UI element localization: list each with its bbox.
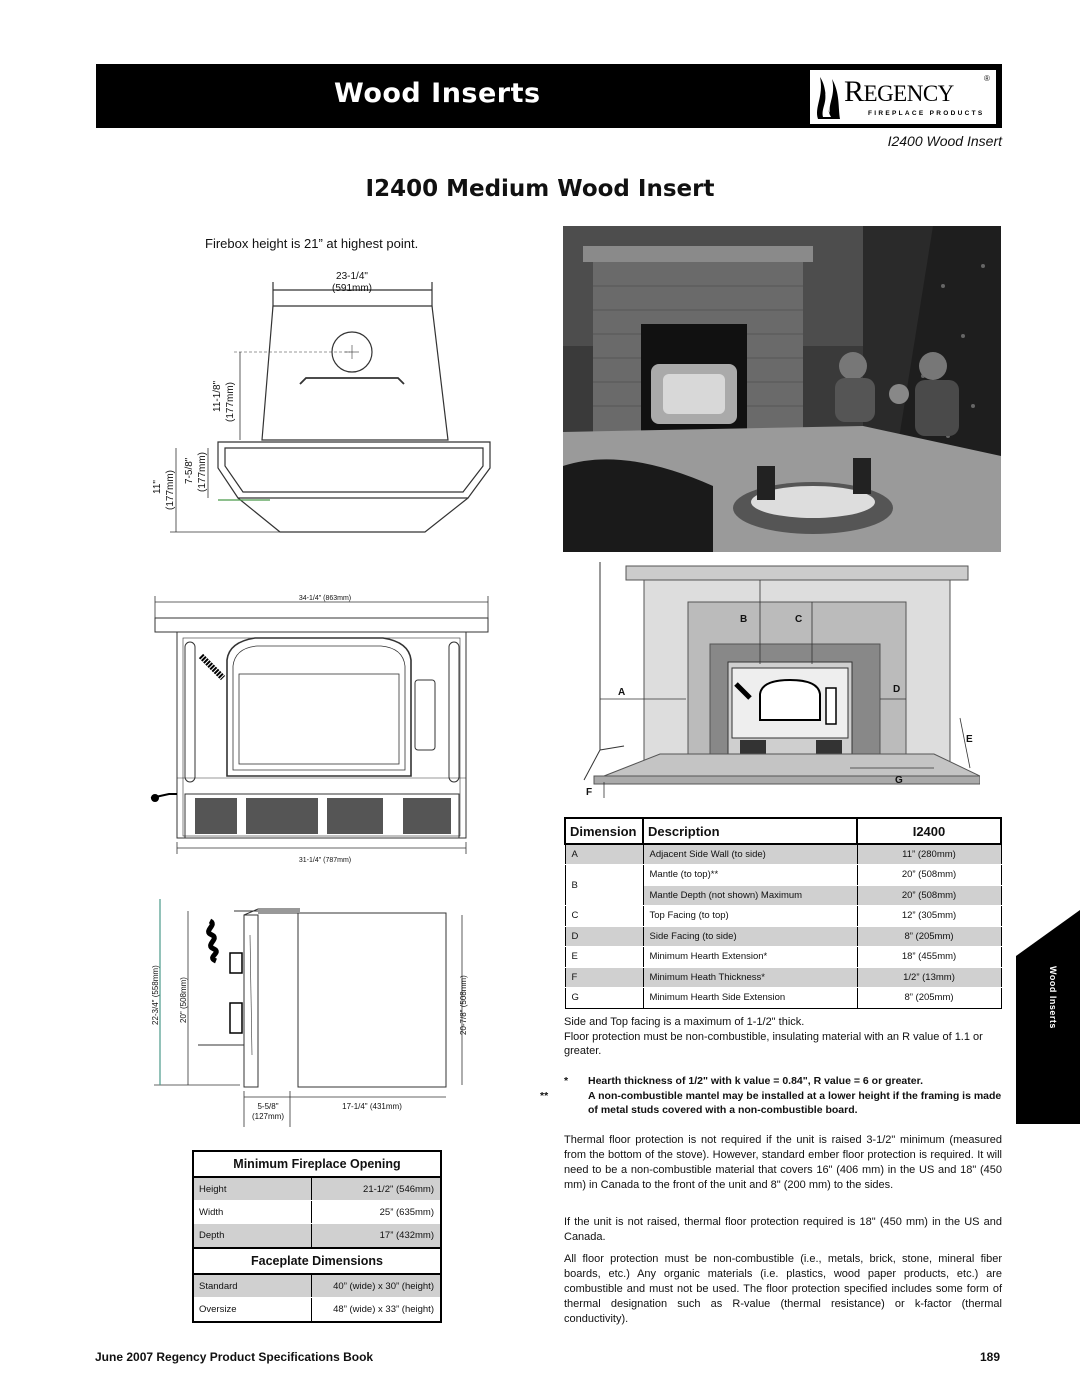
opening-table-title: Minimum Fireplace Opening <box>194 1152 440 1178</box>
col-description: Description <box>642 817 858 845</box>
top-width-mm: (591mm) <box>332 283 372 294</box>
label-c: C <box>795 614 802 625</box>
outer-height-in: 11" <box>152 480 163 494</box>
page-number: 189 <box>980 1350 1001 1364</box>
footer-book-title: June 2007 Regency Product Specifications… <box>95 1350 374 1364</box>
floor-note: Floor protection must be non-combustible… <box>564 1031 983 1057</box>
label-g: G <box>895 775 903 786</box>
table-row: G Minimum Hearth Side Extension 8” (205m… <box>564 987 1002 1009</box>
section-title: Wood Inserts <box>334 78 541 109</box>
logo-subtitle: FIREPLACE PRODUCTS <box>868 110 985 117</box>
logo-wordmark: REGENCY <box>844 75 954 108</box>
label-b: B <box>740 614 747 625</box>
registered-mark: ® <box>984 74 990 83</box>
label-e: E <box>966 734 973 745</box>
flame-icon <box>817 77 840 119</box>
clearance-spec-table: Dimension Description I2400 A Adjacent S… <box>564 817 1002 1009</box>
regency-logo: REGENCY ® FIREPLACE PRODUCTS <box>810 70 996 124</box>
clearance-diagram: B C A D E G F <box>583 562 980 798</box>
label-f: F <box>586 787 592 798</box>
side-inner-height: 20" (508mm) <box>179 977 188 1023</box>
col-i2400: I2400 <box>856 817 1002 845</box>
table-row: F Minimum Heath Thickness* 1/2” (13mm) <box>564 967 1002 988</box>
side-view-drawing: 22-3/4" (558mm) 20" (508mm) 20-7/8" (508… <box>151 899 468 1127</box>
section-side-tab <box>1016 910 1080 1124</box>
firebox-note: Firebox height is 21” at highest point. <box>205 236 419 251</box>
label-d: D <box>893 684 900 695</box>
table-row: D Side Facing (to side) 8” (205mm) <box>564 926 1002 947</box>
lower-height-in: 7-5/8" <box>184 457 195 484</box>
mantel-footnote: **A non-combustible mantel may be instal… <box>540 1090 1002 1116</box>
header-bar: Wood Inserts REGENCY ® FIREPLACE PRODUCT… <box>96 64 1002 128</box>
table-row: E Minimum Hearth Extension* 18” (455mm) <box>564 946 1002 968</box>
fireplace-photo <box>563 226 1001 552</box>
table-row: B Mantle (to top)** 20” (508mm) <box>564 864 1002 906</box>
floor-material-paragraph: All floor protection must be non-combust… <box>564 1253 1002 1325</box>
page-subtitle: I2400 Wood Insert <box>887 133 1002 149</box>
col-dimension: Dimension <box>564 817 644 845</box>
side-right-height: 20-7/8" (508mm) <box>459 975 468 1035</box>
outer-height-mm: (177mm) <box>165 470 176 510</box>
front-bottom-width: 31-1/4" (787mm) <box>299 857 351 864</box>
left-height-in: 11-1/8" <box>212 380 223 412</box>
label-a: A <box>618 687 625 698</box>
facing-note: Side and Top facing is a maximum of 1-1/… <box>564 1016 805 1028</box>
page-title: I2400 Medium Wood Insert <box>365 176 715 202</box>
faceplate-table-title: Faceplate Dimensions <box>194 1249 440 1275</box>
table-row: C Top Facing (to top) 12” (305mm) <box>564 905 1002 927</box>
not-raised-paragraph: If the unit is not raised, thermal floor… <box>564 1216 1002 1243</box>
side-tab-label: Wood Inserts <box>1048 966 1058 1029</box>
side-body-depth: 17-1/4" (431mm) <box>342 1102 402 1111</box>
front-top-width: 34-1/4" (863mm) <box>299 595 351 602</box>
hearth-footnote: *Hearth thickness of 1/2" with k value =… <box>564 1075 924 1087</box>
table-row: Mantle Depth (not shown) Maximum 20” (50… <box>565 885 1002 906</box>
top-width-in: 23-1/4" <box>336 271 368 282</box>
table-row: A Adjacent Side Wall (to side) 11” (280m… <box>564 844 1002 865</box>
side-depth-in: 5-5/8" <box>257 1102 278 1111</box>
lower-height-mm: (177mm) <box>197 452 208 492</box>
side-depth-mm: (127mm) <box>252 1112 284 1121</box>
left-height-mm: (177mm) <box>225 382 236 422</box>
side-outer-height: 22-3/4" (558mm) <box>151 965 160 1025</box>
top-view-drawing: 23-1/4" (591mm) 11-1/8" (177mm) 7-5/8" (… <box>152 271 491 533</box>
front-view-drawing: 34-1/4" (863mm) 31-1/4" (787mm) <box>150 595 489 864</box>
thermal-paragraph: Thermal floor protection is not required… <box>564 1134 1002 1191</box>
